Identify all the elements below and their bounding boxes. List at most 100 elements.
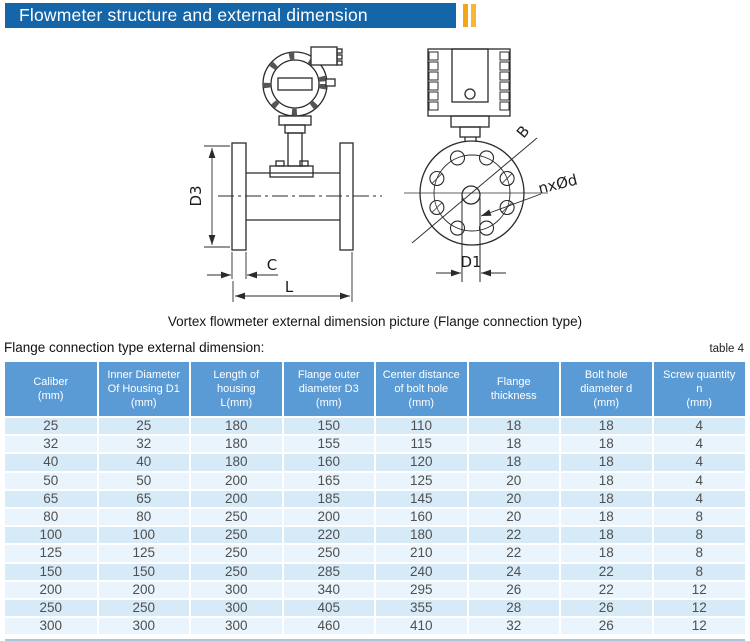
table-cell: 25	[5, 417, 99, 437]
table-cell: 18	[560, 471, 654, 491]
table-cell: 50	[5, 471, 99, 491]
table-cell: 250	[190, 544, 284, 564]
table-cell: 180	[190, 453, 284, 473]
flange-dimension-table: Caliber (mm) Inner Diameter Of Housing D…	[5, 362, 745, 637]
table-cell: 125	[5, 544, 99, 564]
table-cell: 200	[190, 471, 284, 491]
table-cell: 150	[97, 562, 191, 582]
table-cell: 300	[190, 580, 284, 601]
table-cell: 155	[282, 435, 376, 455]
table-cell: 110	[375, 417, 469, 437]
table-cell: 22	[467, 526, 561, 546]
table-cell: 26	[560, 599, 654, 619]
dim-label-l: L	[285, 278, 294, 296]
table-cell: 340	[282, 580, 376, 601]
table-reference-label: table 4	[709, 343, 744, 355]
table-cell: 250	[190, 508, 284, 528]
table-cell: 220	[282, 526, 376, 546]
table-cell: 250	[97, 599, 191, 619]
col-header-housing-length: Length of housing L(mm)	[190, 362, 284, 418]
table-cell: 200	[5, 580, 99, 601]
table-cell: 185	[282, 489, 376, 510]
table-cell: 160	[375, 508, 469, 528]
table-cell: 300	[190, 599, 284, 619]
table-cell: 355	[375, 599, 469, 619]
col-header-flange-outer-diameter: Flange outer diameter D3 (mm)	[282, 362, 376, 418]
table-cell: 18	[560, 526, 654, 546]
table-cell: 4	[652, 435, 745, 455]
table-cell: 165	[282, 471, 376, 491]
dim-label-c: C	[267, 256, 277, 274]
table-cell: 12	[652, 599, 745, 619]
table-cell: 8	[652, 544, 745, 564]
dim-label-nxod: nxØd	[536, 171, 579, 198]
table-cell: 22	[560, 580, 654, 601]
table-cell: 200	[282, 508, 376, 528]
accent-bar-icon	[471, 4, 476, 27]
table-cell: 210	[375, 544, 469, 564]
table-cell: 125	[97, 544, 191, 564]
table-header-row: Caliber (mm) Inner Diameter Of Housing D…	[5, 362, 745, 418]
accent-bar-icon	[463, 4, 468, 27]
table-cell: 32	[5, 435, 99, 455]
table-cell: 120	[375, 453, 469, 473]
table-cell: 405	[282, 599, 376, 619]
table-cell: 410	[375, 617, 469, 637]
col-header-bolt-hole-diameter: Bolt hole diameter d (mm)	[560, 362, 654, 418]
table-cell: 20	[467, 508, 561, 528]
col-header-screw-quantity: Screw quantity n (mm)	[652, 362, 745, 418]
col-header-inner-diameter: Inner Diameter Of Housing D1 (mm)	[97, 362, 191, 418]
table-cell: 4	[652, 471, 745, 491]
table-cell: 8	[652, 526, 745, 546]
table-cell: 250	[282, 544, 376, 564]
table-cell: 26	[560, 617, 654, 637]
flowmeter-diagram: D3 C L B nxØd D1	[187, 46, 579, 302]
table-cell: 18	[560, 544, 654, 564]
side-view-drawing	[204, 46, 382, 302]
table-cell: 80	[97, 508, 191, 528]
table-cell: 18	[467, 417, 561, 437]
table-cell: 80	[5, 508, 99, 528]
table-cell: 150	[5, 562, 99, 582]
table-bottom-edge	[5, 639, 745, 641]
table-cell: 300	[190, 617, 284, 637]
table-cell: 20	[467, 489, 561, 510]
table-cell: 145	[375, 489, 469, 510]
table-cell: 18	[560, 453, 654, 473]
table-cell: 180	[190, 435, 284, 455]
table-cell: 28	[467, 599, 561, 619]
table-cell: 18	[467, 453, 561, 473]
col-header-flange-thickness: Flange thickness	[467, 362, 561, 418]
table-cell: 4	[652, 417, 745, 437]
table-cell: 25	[97, 417, 191, 437]
page-title: Flowmeter structure and external dimensi…	[5, 3, 456, 28]
table-intro-text: Flange connection type external dimensio…	[4, 340, 265, 355]
table-cell: 200	[97, 580, 191, 601]
table-cell: 300	[97, 617, 191, 637]
table-cell: 18	[467, 435, 561, 455]
table-cell: 125	[375, 471, 469, 491]
table-cell: 180	[190, 417, 284, 437]
table-cell: 150	[282, 417, 376, 437]
table-cell: 250	[190, 562, 284, 582]
table-cell: 160	[282, 453, 376, 473]
table-cell: 285	[282, 562, 376, 582]
table-cell: 4	[652, 489, 745, 510]
page-header: Flowmeter structure and external dimensi…	[5, 3, 476, 28]
table-cell: 180	[375, 526, 469, 546]
table-cell: 100	[5, 526, 99, 546]
table-cell: 460	[282, 617, 376, 637]
table-cell: 32	[97, 435, 191, 455]
table-cell: 200	[190, 489, 284, 510]
col-header-bolt-hole-center-distance: Center distance of bolt hole (mm)	[375, 362, 469, 418]
table-cell: 8	[652, 508, 745, 528]
table-cell: 12	[652, 617, 745, 637]
